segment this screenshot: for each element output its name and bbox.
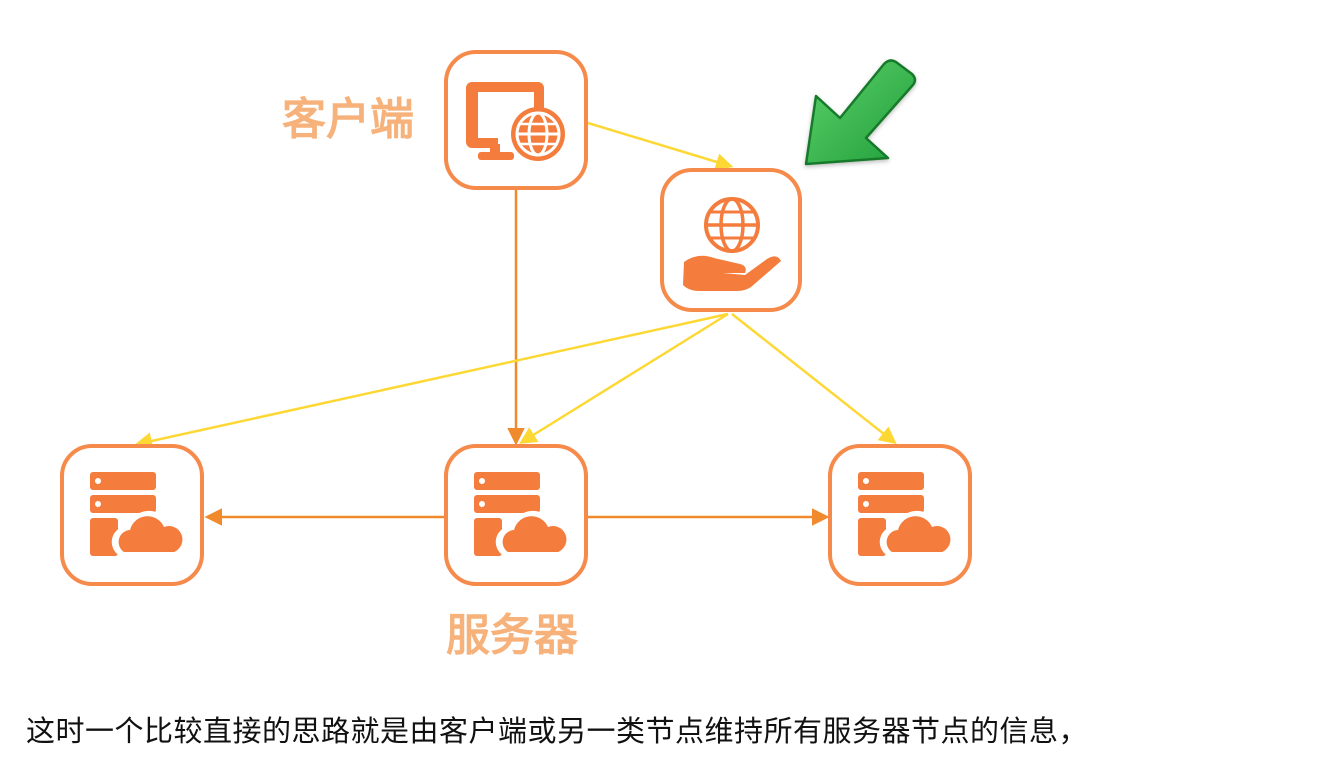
server-node-left bbox=[60, 444, 204, 586]
coordinator-node bbox=[660, 168, 802, 312]
client-node bbox=[444, 50, 588, 190]
edge-coordinator-to-server-center bbox=[519, 312, 729, 444]
servers-label: 服务器 bbox=[446, 610, 579, 661]
architecture-diagram: 客户端 bbox=[60, 50, 972, 661]
green-arrow-icon bbox=[804, 59, 917, 166]
caption-text: 这时一个比较直接的思路就是由客户端或另一类节点维持所有服务器节点的信息， bbox=[26, 714, 1089, 748]
server-cloud-icon bbox=[858, 472, 961, 556]
server-node-right bbox=[828, 444, 972, 586]
server-node-center bbox=[444, 444, 588, 586]
edge-coordinator-to-server-right bbox=[731, 313, 897, 445]
edge-coordinator-to-server-left bbox=[134, 312, 729, 450]
client-label: 客户端 bbox=[282, 94, 414, 145]
edges bbox=[134, 121, 897, 526]
server-cloud-icon bbox=[474, 472, 577, 556]
hand-globe-icon bbox=[683, 197, 781, 291]
server-cloud-icon bbox=[90, 472, 193, 556]
edge-client-to-coordinator bbox=[587, 121, 734, 171]
computer-globe-icon bbox=[466, 82, 565, 161]
